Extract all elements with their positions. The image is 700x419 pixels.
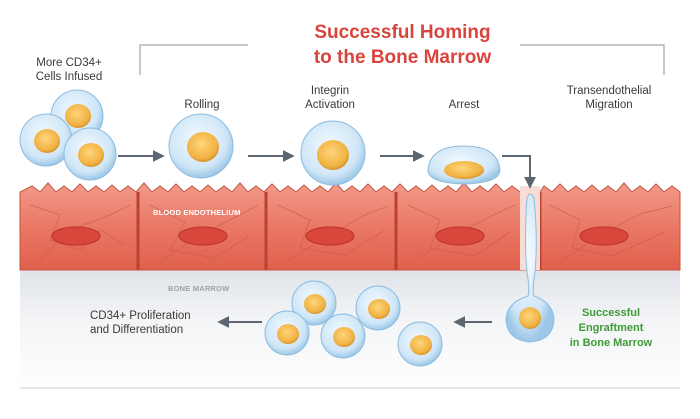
label-proliferation: CD34+ Proliferation and Differentiation (90, 309, 218, 337)
proliferating-cells (264, 280, 443, 367)
diagram-title: Successful Homing to the Bone Marrow (250, 20, 555, 70)
title-line-1: Successful Homing (314, 22, 491, 43)
label-infused-line-2: Cells Infused (35, 71, 103, 83)
label-migration-line-2: Migration (585, 99, 633, 111)
label-migration: Transendothelial Migration (548, 84, 670, 112)
label-infused-line-1: More CD34+ (36, 57, 102, 69)
migrating-cell (505, 193, 555, 343)
arrest-cell (427, 145, 501, 185)
rolling-cell (168, 113, 234, 179)
label-proliferation-line-1: CD34+ Proliferation (90, 310, 191, 322)
integrin-cell (300, 120, 366, 186)
label-integrin-line-1: Integrin (310, 85, 350, 97)
arrow-to-migration (502, 155, 536, 189)
label-rolling: Rolling (184, 99, 220, 111)
label-blood-endothelium: BLOOD ENDOTHELIUM (153, 208, 241, 217)
label-migration-line-1: Transendothelial (566, 85, 652, 97)
title-bracket (139, 44, 665, 75)
label-bone-marrow: BONE MARROW (168, 284, 230, 293)
label-proliferation-line-2: and Differentiation (90, 324, 184, 336)
label-infused: More CD34+ Cells Infused (14, 56, 124, 84)
label-engraftment-line-3: in Bone Marrow (569, 337, 653, 349)
label-engraftment: Successful Engraftment in Bone Marrow (556, 306, 666, 351)
label-integrin: Integrin Activation (280, 84, 380, 112)
label-integrin-line-2: Activation (305, 99, 355, 111)
label-engraftment-line-1: Successful (581, 307, 641, 319)
blood-endothelium (19, 182, 681, 271)
title-line-2: to the Bone Marrow (313, 47, 492, 68)
label-arrest: Arrest (448, 99, 480, 111)
label-engraftment-line-2: Engraftment (578, 322, 644, 334)
infused-cells (19, 89, 117, 181)
